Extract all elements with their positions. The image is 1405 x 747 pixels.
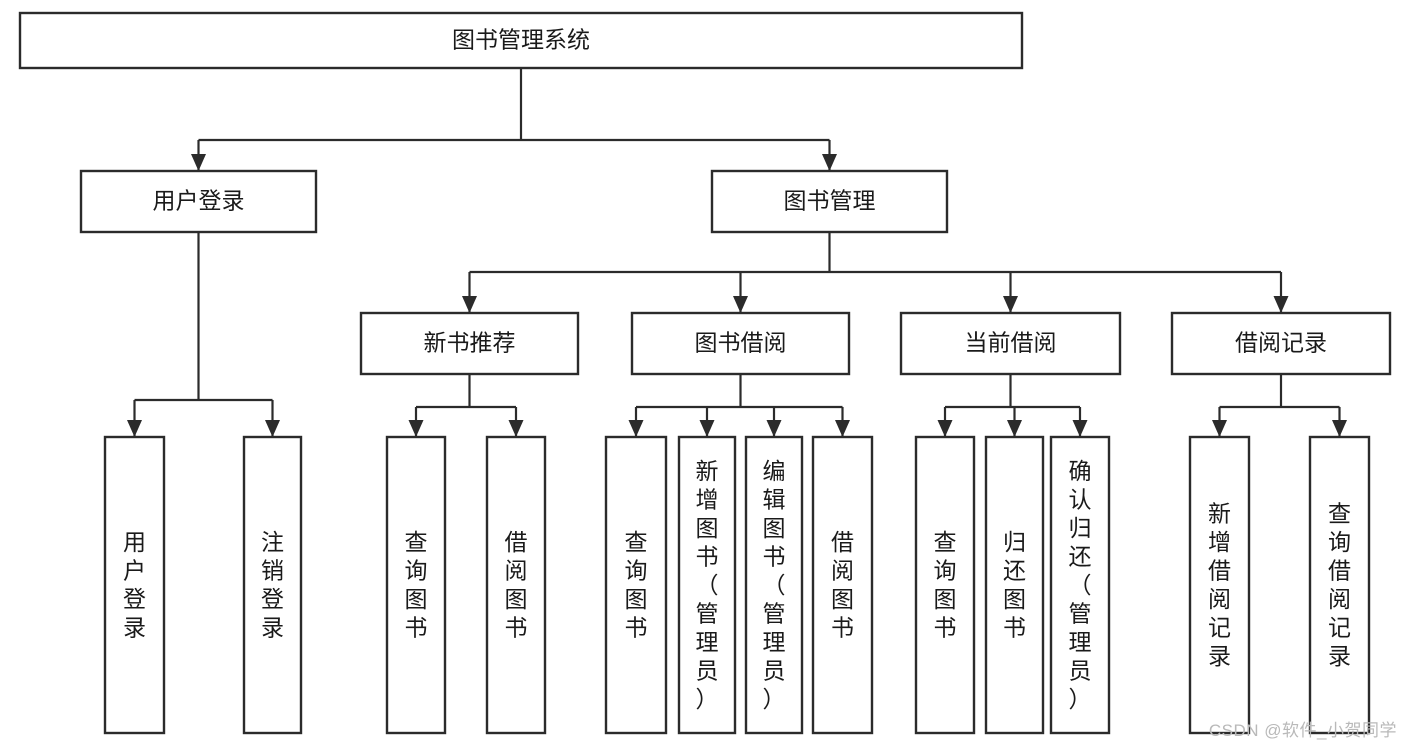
edges-layer — [127, 68, 1347, 437]
node-label: 查询图书 — [405, 529, 428, 641]
node-label: 借阅图书 — [505, 529, 528, 641]
node-label: 当前借阅 — [965, 330, 1057, 356]
node-label: 归还图书 — [1003, 529, 1026, 641]
node-label: 用户登录 — [123, 529, 146, 641]
node-leaf-borrow-book-1[interactable]: 借阅图书 — [485, 435, 547, 735]
node-label: 用户登录 — [153, 188, 245, 214]
node-root[interactable]: 图书管理系统 — [18, 11, 1024, 70]
node-leaf-confirm-return[interactable]: 确认归还（管理员） — [1049, 435, 1111, 735]
node-leaf-query-book-3[interactable]: 查询图书 — [914, 435, 976, 735]
node-l2-user-login[interactable]: 用户登录 — [79, 169, 318, 234]
node-leaf-edit-book[interactable]: 编辑图书（管理员） — [744, 435, 804, 735]
node-label: 图书管理 — [784, 188, 876, 214]
node-label: 图书借阅 — [695, 330, 787, 356]
node-leaf-query-book-1[interactable]: 查询图书 — [385, 435, 447, 735]
node-label: 新增图书（管理员） — [696, 458, 719, 712]
node-l2-book-manage[interactable]: 图书管理 — [710, 169, 949, 234]
node-l3-book-borrow[interactable]: 图书借阅 — [630, 311, 851, 376]
node-label: 编辑图书（管理员） — [763, 458, 786, 712]
node-label: 借阅记录 — [1235, 330, 1327, 356]
node-label: 新书推荐 — [424, 330, 516, 356]
node-label: 图书管理系统 — [452, 27, 590, 53]
node-label: 查询图书 — [934, 529, 957, 641]
node-label: 新增借阅记录 — [1208, 501, 1231, 670]
node-leaf-user-login[interactable]: 用户登录 — [103, 435, 166, 735]
node-label: 注销登录 — [261, 529, 284, 641]
node-label: 借阅图书 — [831, 529, 854, 641]
node-leaf-borrow-book-2[interactable]: 借阅图书 — [811, 435, 874, 735]
node-leaf-return-book[interactable]: 归还图书 — [984, 435, 1045, 735]
node-label: 查询图书 — [625, 529, 648, 641]
node-label: 查询借阅记录 — [1328, 501, 1351, 670]
node-leaf-logout[interactable]: 注销登录 — [242, 435, 303, 735]
node-l3-new-book-rec[interactable]: 新书推荐 — [359, 311, 580, 376]
nodes-layer: 图书管理系统用户登录图书管理新书推荐图书借阅当前借阅借阅记录用户登录注销登录查询… — [18, 11, 1392, 735]
node-l3-current-borrow[interactable]: 当前借阅 — [899, 311, 1122, 376]
node-leaf-query-record[interactable]: 查询借阅记录 — [1308, 435, 1371, 735]
node-leaf-query-book-2[interactable]: 查询图书 — [604, 435, 668, 735]
node-leaf-add-book[interactable]: 新增图书（管理员） — [677, 435, 737, 735]
node-l3-borrow-record[interactable]: 借阅记录 — [1170, 311, 1392, 376]
node-label: 确认归还（管理员） — [1069, 458, 1092, 712]
node-leaf-add-record[interactable]: 新增借阅记录 — [1188, 435, 1251, 735]
